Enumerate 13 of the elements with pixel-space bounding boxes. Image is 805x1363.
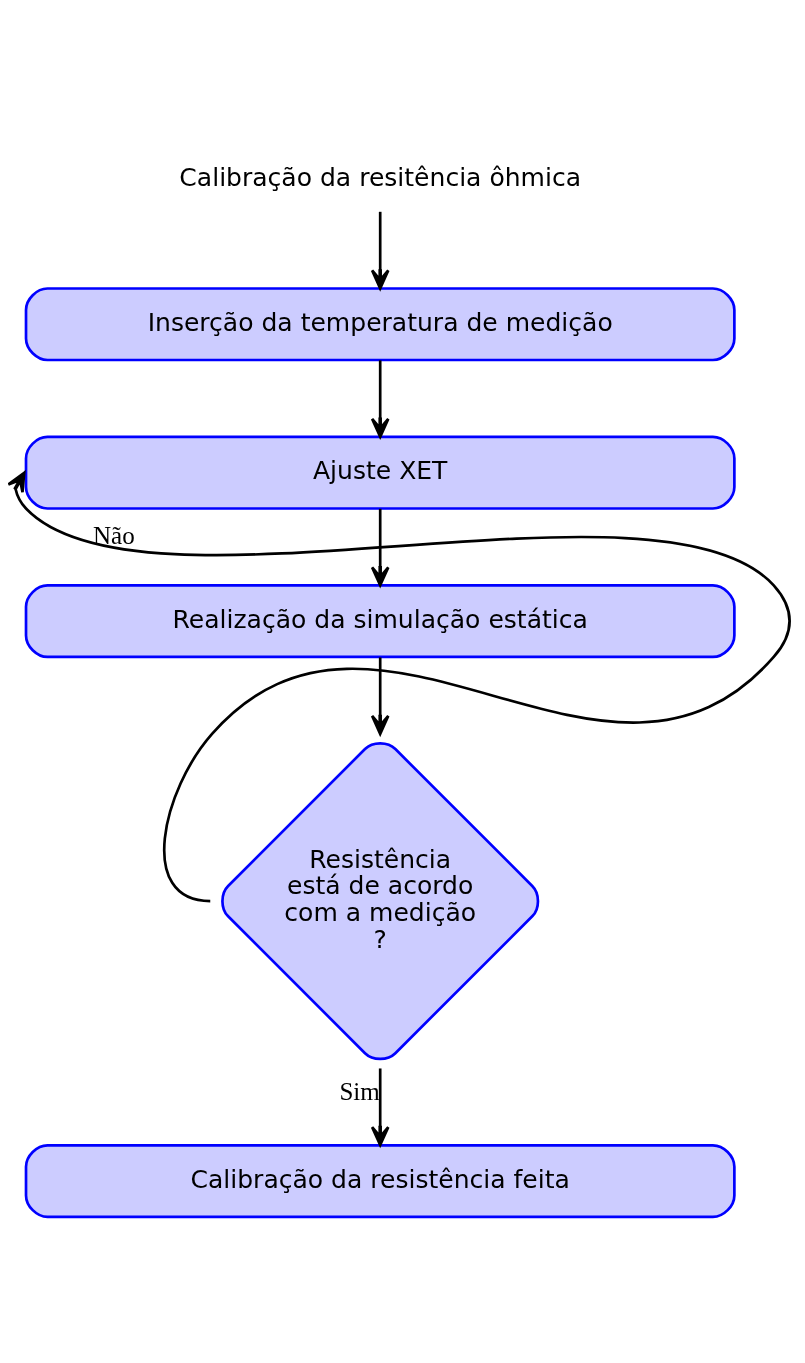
node-box: Realização da simulação estática <box>24 583 736 658</box>
arrow <box>370 656 390 735</box>
node-box: Ajuste XET <box>24 435 736 510</box>
arrow <box>370 359 390 438</box>
arrow <box>370 1067 390 1146</box>
arrow <box>8 470 791 902</box>
node-box: Inserção da temperatura de medição <box>24 286 736 361</box>
node-text: Calibração da resitência ôhmica <box>179 162 582 192</box>
node-box: Calibração da resistência feita <box>24 1143 736 1218</box>
edge-label: Sim <box>339 1077 380 1105</box>
arrow <box>370 508 390 587</box>
edge-label: Não <box>93 521 135 549</box>
arrow <box>370 211 390 290</box>
